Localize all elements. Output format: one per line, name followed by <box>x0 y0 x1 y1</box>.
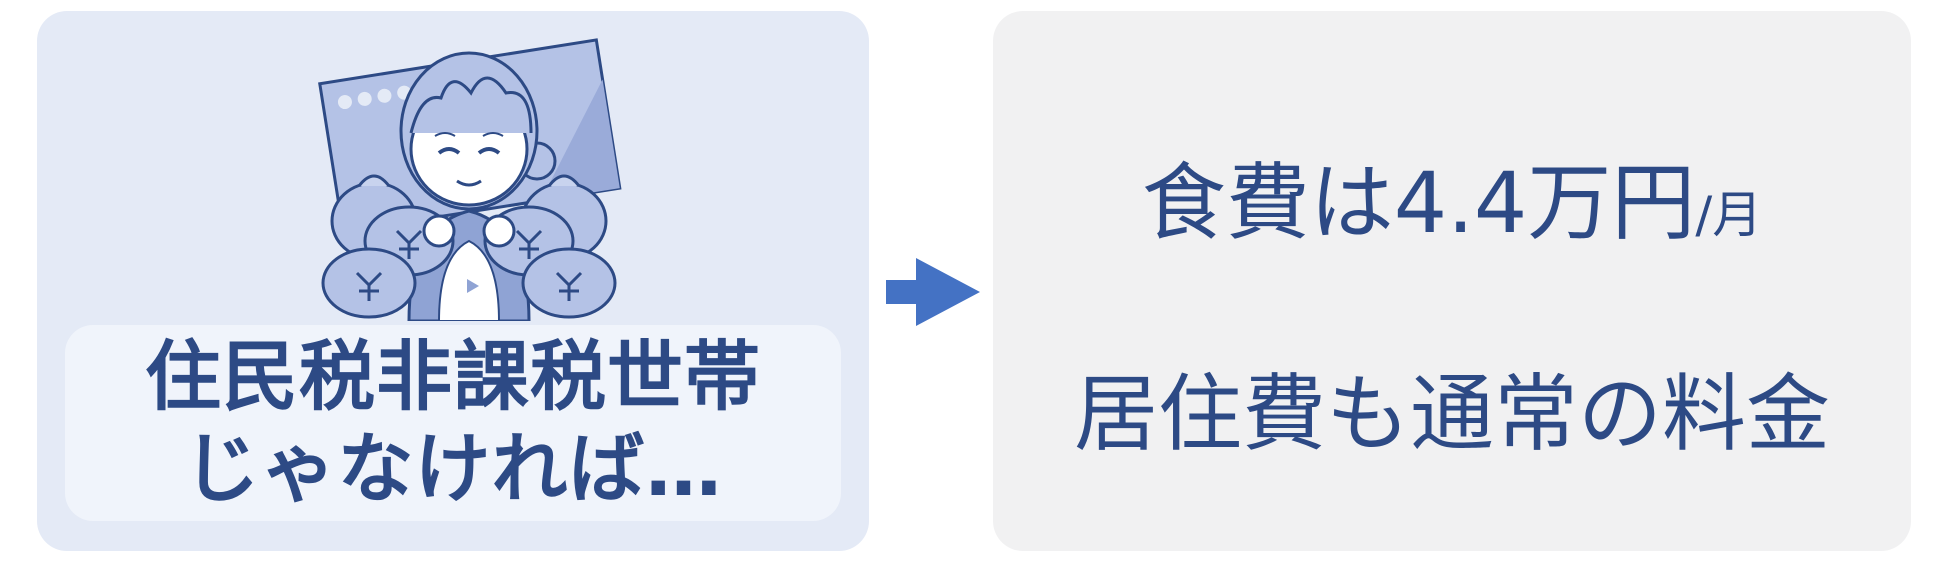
condition-card: 住民税非課税世帯 じゃなければ… <box>37 11 869 551</box>
housing-cost-line: 居住費も通常の料金 <box>1073 365 1830 463</box>
condition-line-2: じゃなければ… <box>183 424 723 513</box>
condition-line-1: 住民税非課税世帯 <box>145 332 761 421</box>
food-cost-unit: /月 <box>1695 186 1763 244</box>
food-cost-text: 食費は4.4万円 <box>1141 154 1696 252</box>
right-arrow-icon <box>886 258 980 326</box>
elderly-person-with-money-bags-icon <box>318 38 622 321</box>
food-cost-line: 食費は4.4万円/月 <box>993 136 1911 257</box>
condition-text-box: 住民税非課税世帯 じゃなければ… <box>65 325 841 521</box>
result-card: 食費は4.4万円/月 居住費も通常の料金 <box>993 11 1911 551</box>
